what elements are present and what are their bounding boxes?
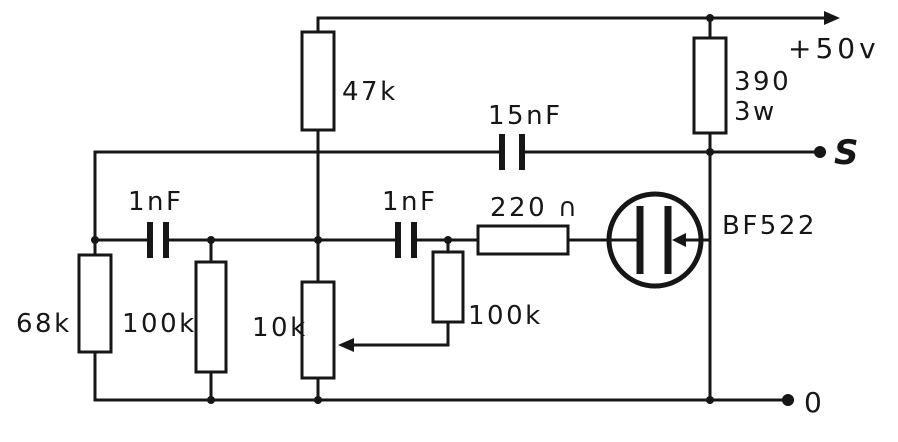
resistor-47k-label: 47k bbox=[342, 77, 398, 107]
output-s-terminal-dot bbox=[814, 146, 826, 158]
junction-top-rail bbox=[706, 14, 714, 22]
pot-wiper-arrow bbox=[338, 338, 354, 352]
resistor-390-power: 3w bbox=[734, 97, 777, 127]
junction-dots bbox=[91, 14, 826, 406]
resistor-100k-right-label: 100k bbox=[468, 301, 543, 331]
capacitor-1nf-mid-plates bbox=[395, 222, 417, 258]
junction-100k-right bbox=[444, 236, 452, 244]
junction-s-line bbox=[706, 148, 714, 156]
junction-ground-1 bbox=[207, 396, 215, 404]
output-s-label: S bbox=[834, 133, 859, 173]
resistor-47k-body bbox=[300, 30, 336, 132]
supply-terminal-arrow bbox=[824, 11, 840, 25]
capacitor-1nf-left-plates bbox=[147, 222, 169, 258]
junction-ground-3 bbox=[706, 396, 714, 404]
cap-1nf-left-label: 1nF bbox=[128, 187, 183, 217]
junction-ground-2 bbox=[314, 396, 322, 404]
transistor-circle bbox=[606, 191, 704, 289]
resistor-390-label: 390 bbox=[734, 67, 791, 97]
transistor-bf522-label: BF522 bbox=[722, 211, 817, 241]
cap-1nf-mid-label: 1nF bbox=[382, 187, 437, 217]
resistor-390-body bbox=[692, 36, 728, 135]
resistor-220-ohm-label: 220 ∩ bbox=[490, 193, 579, 223]
resistor-100k-right-body bbox=[431, 250, 465, 324]
junction-100k-left bbox=[207, 236, 215, 244]
resistor-100k-left-body bbox=[194, 260, 228, 374]
resistor-68k-label: 68k bbox=[16, 309, 72, 339]
resistor-68k-body bbox=[77, 253, 113, 354]
transistor-bf522-symbol bbox=[606, 191, 704, 289]
ground-label: 0 bbox=[804, 386, 826, 419]
resistor-220-body bbox=[476, 224, 570, 256]
junction-47k-mid bbox=[314, 236, 322, 244]
ground-terminal-dot bbox=[782, 394, 794, 406]
cap-15nf-label: 15nF bbox=[488, 101, 563, 131]
potentiometer-10k-label: 10k bbox=[252, 313, 308, 343]
junction-left-bus bbox=[91, 236, 99, 244]
supply-label: +50v bbox=[788, 32, 880, 65]
resistor-100k-left-label: 100k bbox=[122, 309, 197, 339]
transistor-arrow bbox=[672, 233, 686, 247]
potentiometer-10k-body bbox=[300, 280, 336, 380]
capacitor-15nf-plates bbox=[499, 134, 525, 170]
